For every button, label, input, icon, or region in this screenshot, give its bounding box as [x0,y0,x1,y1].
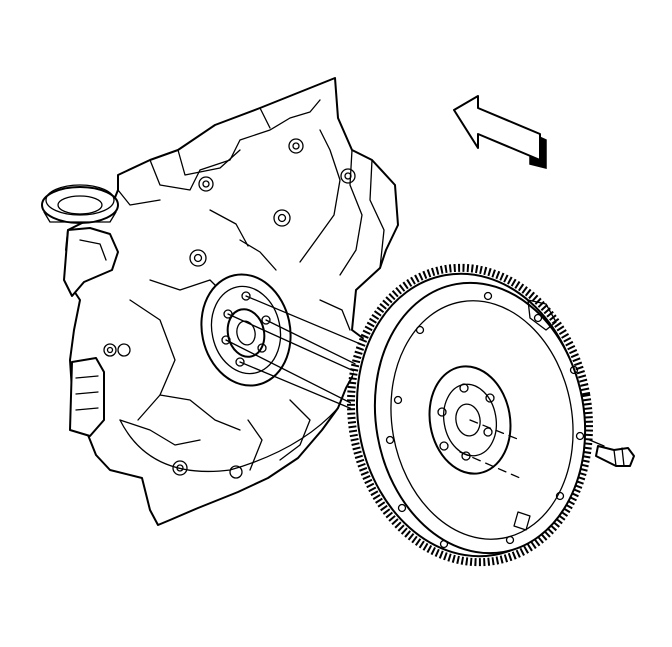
flywheel-bolt [595,445,635,467]
flywheel-outer-holes [385,291,585,549]
engine-block [41,77,399,526]
flywheel [346,263,594,567]
front-direction-arrow-icon [453,95,547,169]
